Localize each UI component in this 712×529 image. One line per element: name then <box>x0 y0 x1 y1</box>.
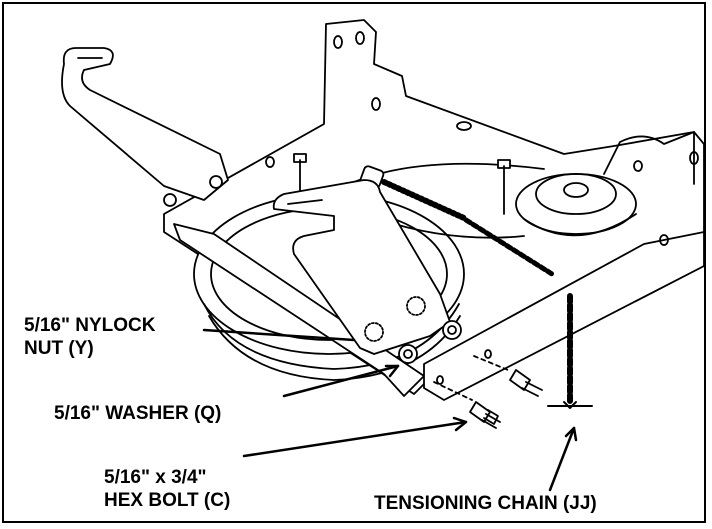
center-bracket <box>272 179 451 355</box>
tension-spring <box>381 179 467 221</box>
washer-icon <box>398 344 418 364</box>
plate-hole <box>633 160 643 172</box>
plate-hole <box>484 349 492 359</box>
callout-hex-bolt-line2: HEX BOLT (C) <box>104 490 231 511</box>
washer-icon <box>442 320 462 340</box>
leader-line <box>242 420 468 458</box>
cross-bar <box>173 223 425 397</box>
hex-bolt-icon <box>469 401 501 429</box>
callout-washer: 5/16" WASHER (Q) <box>54 402 222 425</box>
leader-line <box>548 426 576 492</box>
callout-hex-bolt-line1: 5/16" x 3/4" <box>104 467 207 488</box>
plate-hole <box>456 121 472 131</box>
plate-hole <box>436 375 444 385</box>
leader-line <box>282 364 400 398</box>
plate-hole <box>689 151 699 165</box>
bolt-icon <box>497 159 511 215</box>
dotted-hole <box>364 322 384 342</box>
callout-hex-bolt: 5/16" x 3/4" HEX BOLT (C) <box>104 466 231 512</box>
plate-hole <box>265 156 275 168</box>
spring-chain <box>463 217 555 277</box>
callout-nylock-nut-line1: 5/16" NYLOCK <box>24 315 156 336</box>
callout-washer-text: 5/16" WASHER (Q) <box>54 403 222 424</box>
plate-hole <box>659 234 669 246</box>
callout-nylock-nut-line2: NUT (Y) <box>24 338 94 359</box>
diagram-frame: 5/16" NYLOCK NUT (Y) 5/16" WASHER (Q) 5/… <box>2 2 706 523</box>
plate-hole <box>355 31 365 45</box>
leader-line <box>202 328 356 342</box>
hex-nut-icon <box>163 193 177 207</box>
dotted-hole <box>406 296 426 316</box>
callout-tensioning-chain: TENSIONING CHAIN (JJ) <box>374 492 597 515</box>
plate-hole <box>333 35 343 49</box>
hex-nut-icon <box>209 175 223 189</box>
left-arm-bracket <box>61 47 229 201</box>
hex-bolt-icon <box>509 369 543 397</box>
callout-tensioning-chain-text: TENSIONING CHAIN (JJ) <box>374 493 597 514</box>
assembly-illustration <box>61 19 704 492</box>
right-side-plate <box>423 231 704 401</box>
plate-hole <box>371 97 381 111</box>
callout-nylock-nut: 5/16" NYLOCK NUT (Y) <box>24 314 156 360</box>
